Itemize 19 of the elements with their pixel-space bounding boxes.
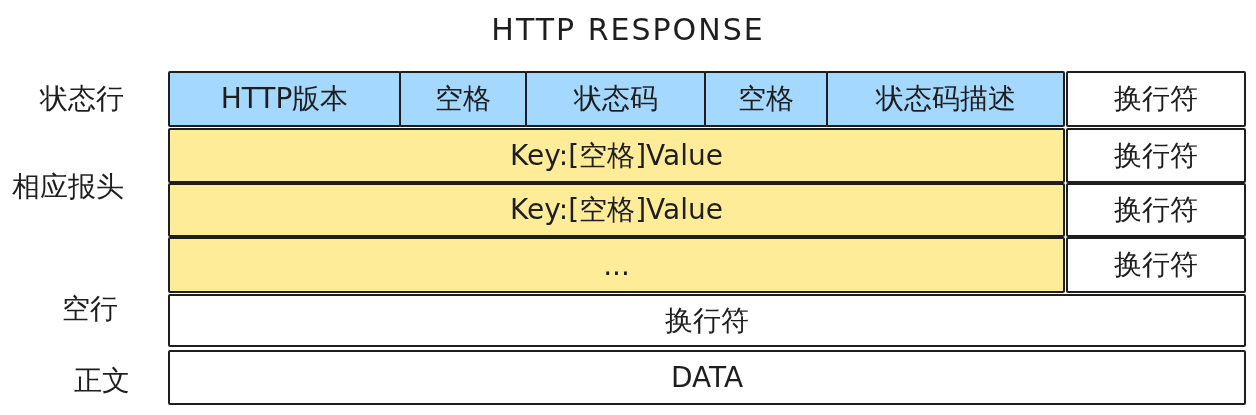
field-cell: Key:[空格]Value — [168, 128, 1065, 183]
field-cell: 换行符 — [1066, 71, 1246, 127]
field-cell: DATA — [168, 350, 1246, 405]
field-cell: ... — [168, 237, 1065, 293]
row-label: 正文 — [74, 363, 130, 399]
diagram-title: HTTP RESPONSE — [490, 12, 766, 47]
field-cell: Key:[空格]Value — [168, 183, 1065, 237]
field-cell: HTTP版本 — [168, 71, 401, 127]
field-cell: 换行符 — [168, 294, 1246, 347]
row-label: 相应报头 — [12, 169, 124, 205]
field-cell: 换行符 — [1066, 128, 1246, 183]
field-cell: 状态码描述 — [826, 71, 1065, 127]
field-cell: 空格 — [704, 71, 828, 127]
field-cell: 状态码 — [525, 71, 706, 127]
row-label: 空行 — [62, 291, 118, 327]
field-cell: 空格 — [399, 71, 527, 127]
field-cell: 换行符 — [1066, 183, 1246, 237]
field-cell: 换行符 — [1066, 237, 1246, 293]
row-label: 状态行 — [40, 81, 124, 117]
